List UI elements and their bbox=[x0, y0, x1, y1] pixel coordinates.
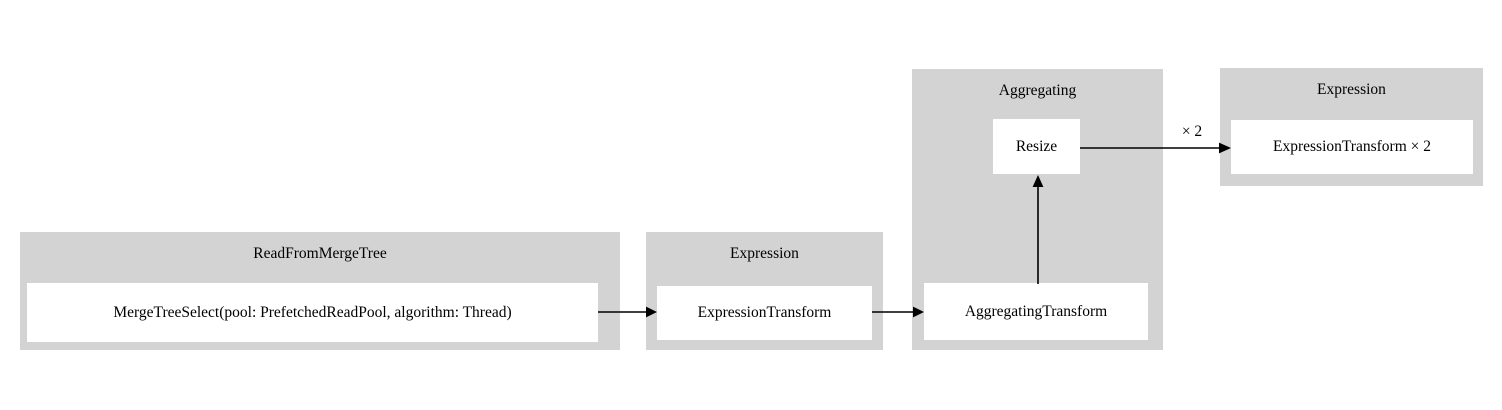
cluster-label-expression-right: Expression bbox=[1317, 81, 1386, 98]
node-label-expression-transform-x2: ExpressionTransform × 2 bbox=[1273, 138, 1431, 156]
edge-aggregating-transform-to-resize bbox=[1028, 174, 1048, 284]
cluster-label-read-from-merge-tree: ReadFromMergeTree bbox=[253, 245, 387, 262]
node-label-merge-tree-select: MergeTreeSelect(pool: PrefetchedReadPool… bbox=[113, 303, 512, 321]
cluster-label-aggregating: Aggregating bbox=[998, 82, 1077, 99]
edge-label-resize-to-expression-transform-x2: × 2 bbox=[1181, 123, 1203, 140]
node-label-expression-transform: ExpressionTransform bbox=[697, 304, 832, 322]
node-expression-transform[interactable]: ExpressionTransform bbox=[657, 286, 872, 340]
node-resize[interactable]: Resize bbox=[993, 119, 1080, 174]
node-merge-tree-select[interactable]: MergeTreeSelect(pool: PrefetchedReadPool… bbox=[27, 283, 598, 342]
edge-expression-transform-to-aggregating-transform bbox=[872, 302, 925, 322]
edge-resize-to-expression-transform-x2 bbox=[1080, 138, 1232, 158]
cluster-label-expression-mid: Expression bbox=[730, 245, 799, 262]
edge-merge-tree-select-to-expression-transform bbox=[598, 302, 658, 322]
node-label-aggregating-transform: AggregatingTransform bbox=[964, 302, 1108, 320]
node-expression-transform-x2[interactable]: ExpressionTransform × 2 bbox=[1231, 120, 1473, 174]
node-aggregating-transform[interactable]: AggregatingTransform bbox=[924, 283, 1148, 340]
node-label-resize: Resize bbox=[1015, 137, 1058, 155]
